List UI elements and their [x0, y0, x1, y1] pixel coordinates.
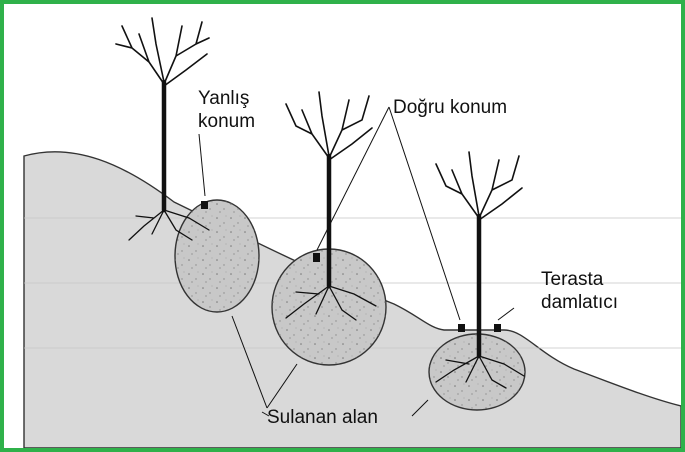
label-wetted-area: Sulanan alan [267, 407, 378, 428]
label-wrong-position-line2: konum [198, 111, 255, 132]
label-terrace-dripper-line2: damlatıcı [541, 292, 618, 313]
dripper-terrace [494, 324, 501, 332]
dripper-correct-2 [458, 324, 465, 332]
label-wrong-position-line1: Yanlış [198, 88, 249, 109]
wetted-bulb-1 [175, 200, 259, 312]
irrigation-diagram: Yanlış konum Doğru konum Terasta damlatı… [4, 4, 681, 448]
dripper-wrong [201, 201, 208, 209]
label-terrace-dripper-line1: Terasta [541, 269, 604, 290]
label-correct-position: Doğru konum [393, 97, 507, 118]
dripper-correct-1 [313, 253, 320, 262]
